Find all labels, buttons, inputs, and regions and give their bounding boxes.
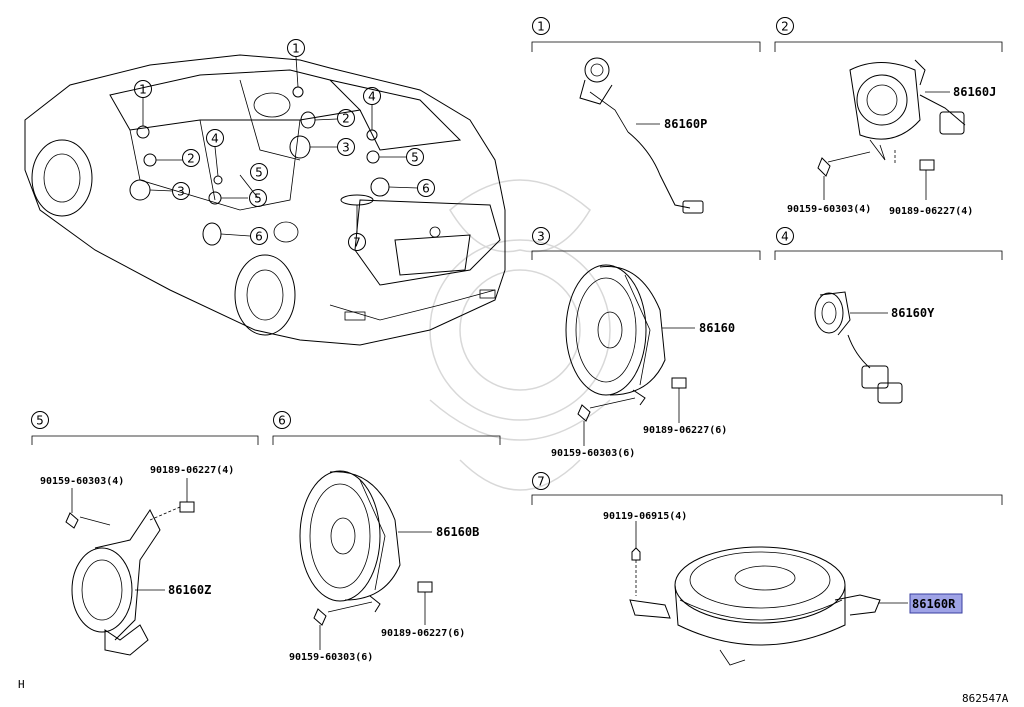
part-label: 90119-06915(4)	[603, 511, 687, 522]
part-label: 86160Y	[891, 306, 935, 320]
callout-label: 5	[411, 151, 419, 165]
part-label: 90189-06227(4)	[889, 206, 973, 217]
group-number: 2	[781, 20, 789, 34]
highlight-box	[909, 593, 963, 614]
callout-label: 3	[177, 185, 185, 199]
part-label: 90159-60303(6)	[551, 448, 635, 459]
callout-circle	[406, 148, 424, 166]
part-86160J-drawing	[817, 59, 966, 200]
part-label: 86160Z	[168, 583, 211, 597]
callout-circle	[363, 87, 381, 105]
callout-label: 2	[187, 152, 195, 166]
callout-circle	[337, 109, 355, 127]
group-number: 3	[537, 230, 545, 244]
watermark-emblem	[429, 179, 611, 491]
callout-label: 2	[342, 112, 350, 126]
callout-circle	[348, 233, 366, 251]
part-label: 90189-06227(6)	[643, 425, 727, 436]
callout-label: 6	[255, 230, 263, 244]
part-label: 90159-60303(6)	[289, 652, 373, 663]
part-label: 86160P	[664, 117, 707, 131]
callout-circle	[250, 163, 268, 181]
part-label: 86160B	[436, 525, 479, 539]
callout-circle	[182, 149, 200, 167]
part-label: 90189-06227(6)	[381, 628, 465, 639]
group-number: 5	[36, 414, 44, 428]
callout-label: 7	[353, 236, 361, 250]
callout-label: 6	[422, 182, 430, 196]
diagram-id: 862547A	[962, 692, 1009, 705]
callout-circle	[337, 138, 355, 156]
part-86160-drawing	[565, 264, 695, 446]
callout-label: 4	[368, 90, 376, 104]
group-number: 4	[781, 230, 789, 244]
part-86160P-drawing	[579, 57, 704, 214]
group-number: 7	[537, 475, 545, 489]
callout-circle	[206, 129, 224, 147]
part-label: 86160	[699, 321, 735, 335]
group-number: 6	[278, 414, 286, 428]
callout-circle	[417, 179, 435, 197]
part-label: 90159-60303(4)	[40, 476, 124, 487]
group-number: 1	[537, 20, 545, 34]
part-86160B-drawing	[299, 470, 433, 650]
callout-leaders	[142, 56, 419, 237]
callout-circle	[134, 80, 152, 98]
part-86160R-drawing	[629, 521, 908, 666]
part-label: 86160J	[953, 85, 996, 99]
part-label-highlighted[interactable]: 86160R	[912, 597, 956, 611]
group-headers: 1 2 3 4 5 6 7	[31, 17, 1003, 505]
callout-label: 1	[139, 83, 147, 97]
callout-circle	[249, 189, 267, 207]
callout-circle	[250, 227, 268, 245]
car-illustration	[24, 54, 506, 346]
part-86160Y-drawing	[814, 291, 903, 404]
callout-circle	[172, 182, 190, 200]
part-label: 90189-06227(4)	[150, 465, 234, 476]
callout-label: 5	[254, 192, 262, 206]
callout-circle	[287, 39, 305, 57]
part-86160Z-drawing	[65, 478, 195, 656]
callout-label: 5	[255, 166, 263, 180]
callout-label: 3	[342, 141, 350, 155]
callout-label: 4	[211, 132, 219, 146]
part-label: 90159-60303(4)	[787, 204, 871, 215]
corner-mark: H	[18, 678, 25, 691]
callout-circles: 1 1 2 2 3 3 4 4 5 5 5 6 6 7	[134, 39, 435, 251]
callout-label: 1	[292, 42, 300, 56]
